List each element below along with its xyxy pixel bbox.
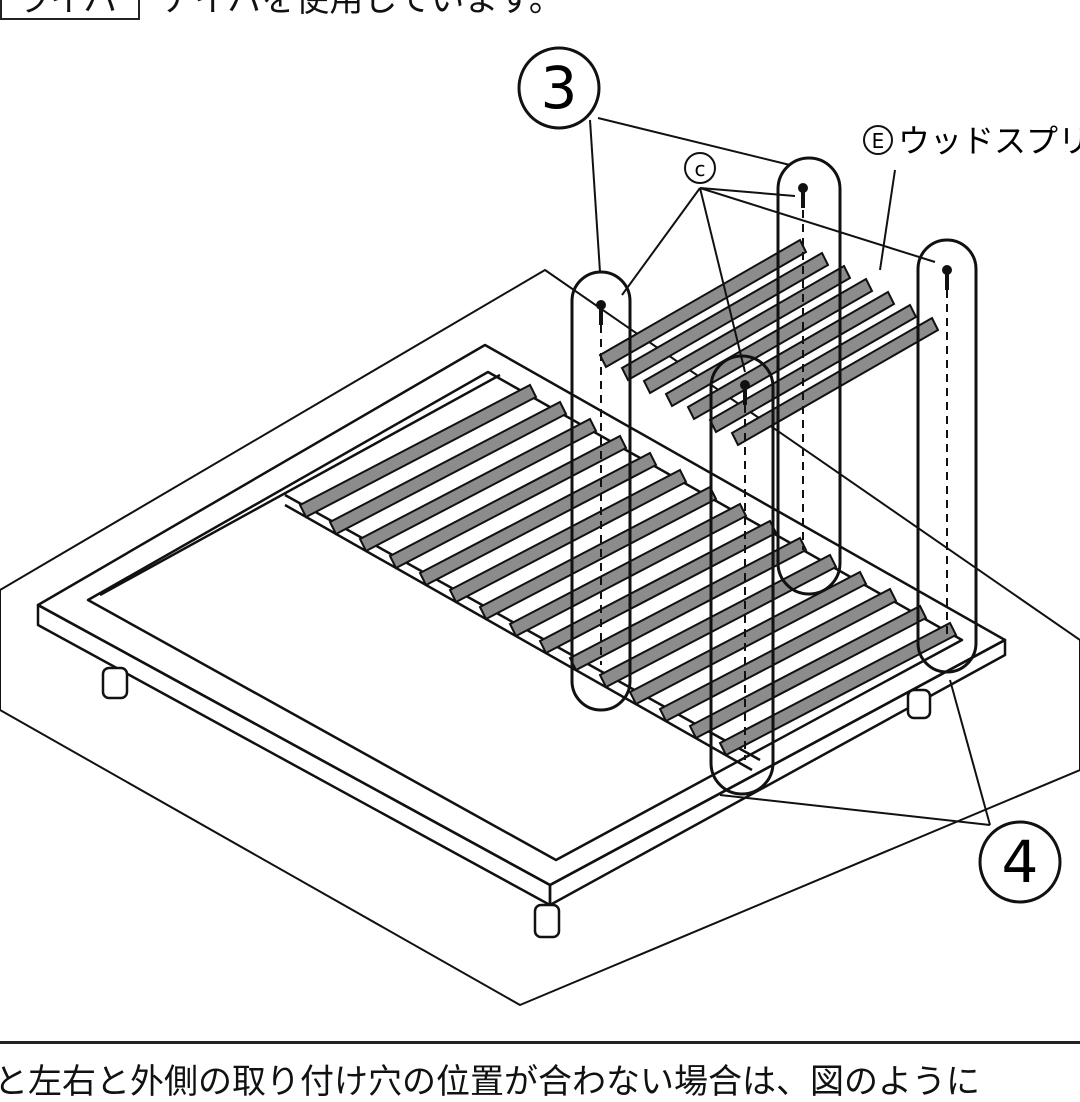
slat: [358, 417, 598, 553]
slat: [598, 553, 838, 689]
slat: [718, 621, 958, 757]
part-c-circle: [684, 152, 716, 184]
leg: [906, 688, 932, 720]
slat: [388, 434, 628, 570]
header-instruction: ライバ ナイバを使用しています。: [0, 0, 563, 30]
step-4-circle: [978, 820, 1062, 904]
step-4-label: 4: [1002, 828, 1039, 896]
footer-text: と左右と外側の取り付け穴の位置が合わない場合は、図のように: [0, 1062, 980, 1102]
leg: [101, 666, 129, 700]
header-text: ナイバを使用しています。: [160, 0, 563, 20]
part-e-circle: [863, 125, 893, 155]
screw-icon: [798, 183, 808, 208]
slat: [628, 570, 868, 706]
slat: [298, 383, 538, 519]
part-e-name: ウッドスプリ: [898, 122, 1080, 160]
slat: [686, 290, 896, 421]
slat: [478, 485, 718, 621]
slat: [448, 468, 688, 604]
highlight-capsule: [916, 238, 978, 674]
part-e-letter: E: [872, 129, 885, 153]
part-c-label: c: [695, 157, 706, 181]
leg: [533, 903, 561, 939]
slat: [508, 502, 748, 638]
slat: [598, 238, 808, 369]
slat: [538, 519, 778, 655]
slat: [730, 316, 940, 447]
slat: [658, 587, 898, 723]
slat: [688, 604, 928, 740]
screw-icon: [740, 380, 750, 405]
tool-label-box: ライバ: [0, 0, 140, 20]
slat: [708, 303, 918, 434]
highlight-capsule: [776, 156, 842, 596]
installed-slats: [298, 383, 958, 757]
divider: [0, 1041, 1080, 1044]
highlight-capsule: [570, 270, 632, 712]
slat: [664, 277, 874, 408]
screw-icon: [596, 300, 606, 325]
slat: [328, 400, 568, 536]
bed-frame-inner: [86, 370, 964, 862]
step-3-label: 3: [541, 54, 578, 122]
step-3-circle: [517, 46, 601, 130]
screw-icon: [942, 265, 952, 290]
